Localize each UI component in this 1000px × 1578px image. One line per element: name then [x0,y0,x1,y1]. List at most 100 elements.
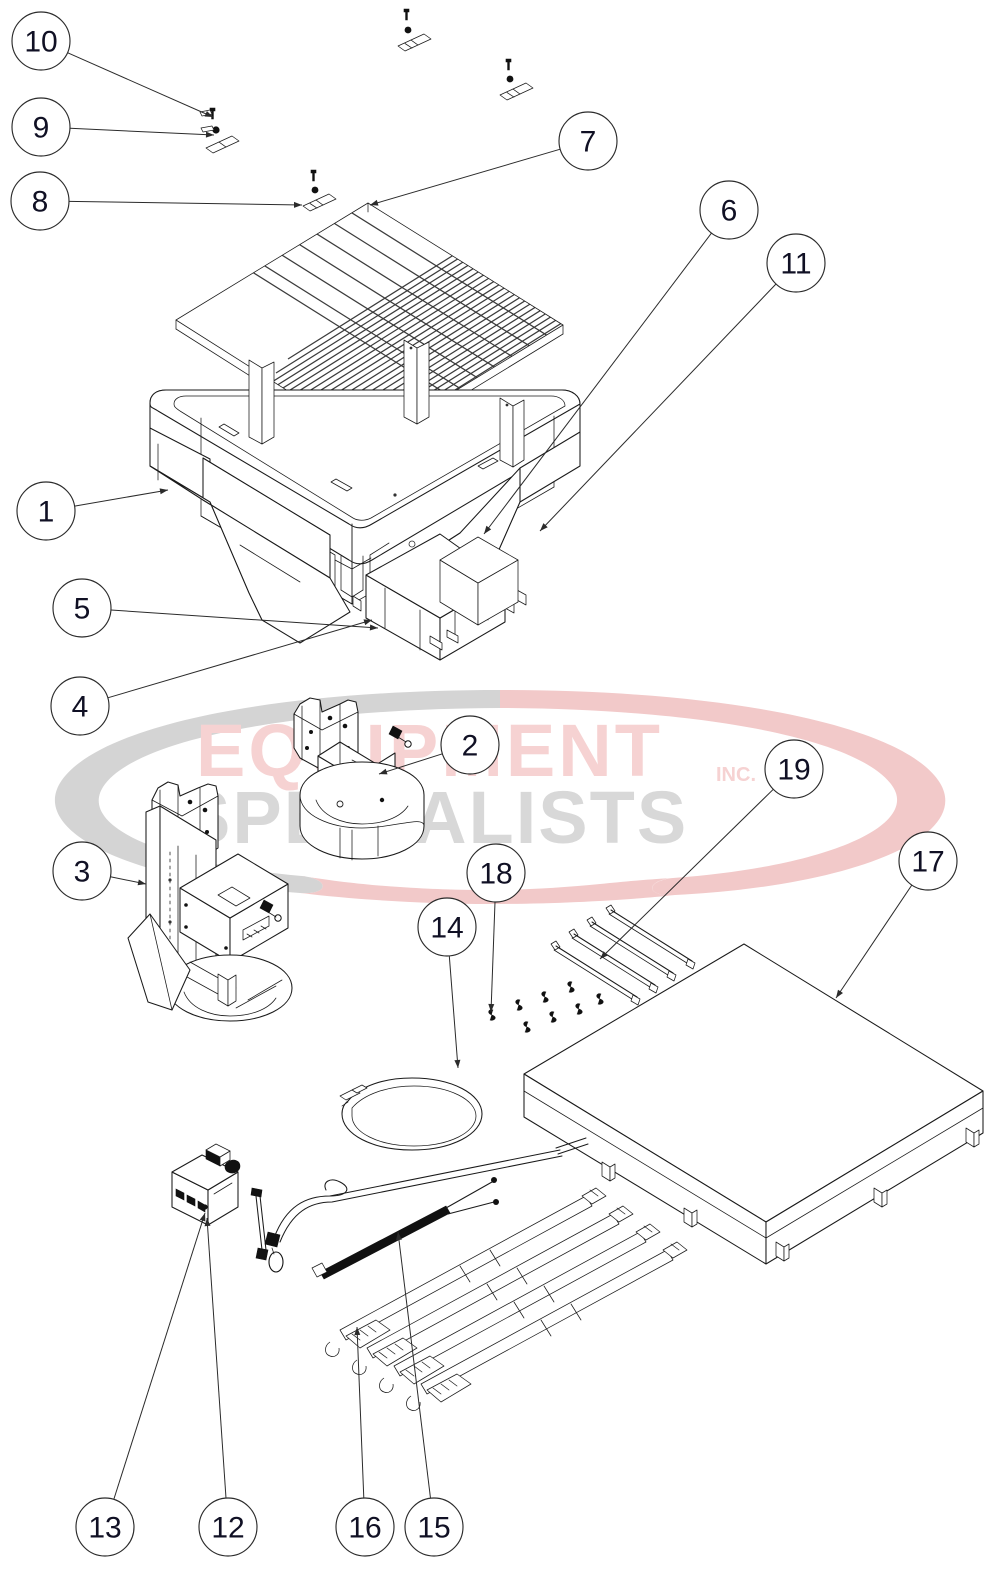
callout-circle-4[interactable] [50,676,110,736]
fastener-kit-top-b [499,58,534,101]
watermark-group: EQUIPMENT INC. SPECIALISTS [54,690,946,904]
callout-bubble-6[interactable]: 6 [699,180,759,240]
leader-line-4 [107,619,373,699]
callout-number-3: 3 [74,856,91,889]
leader-arrow-6 [484,525,492,534]
callout-circle-7[interactable] [558,111,618,171]
shipping-pallet [523,943,984,1265]
callout-bubble-7[interactable]: 7 [558,111,618,171]
callout-bubble-12[interactable]: 12 [198,1497,258,1557]
callout-circle-19[interactable] [764,739,824,799]
callout-circle-5[interactable] [52,578,112,638]
callout-number-15: 15 [417,1512,450,1545]
callout-circle-15[interactable] [404,1497,464,1557]
callout-circle-16[interactable] [335,1497,395,1557]
callout-bubble-2[interactable]: 2 [440,715,500,775]
leader-line-19 [599,788,774,960]
callout-circle-6[interactable] [699,180,759,240]
leader-arrow-18 [488,1003,495,1012]
callout-number-19: 19 [777,754,810,787]
callout-circle-11[interactable] [766,233,826,293]
leader-arrow-16 [354,1327,361,1336]
callout-circle-14[interactable] [417,897,477,957]
callout-number-17: 17 [911,846,944,879]
leader-arrow-15 [396,1232,402,1241]
callout-leader-lines [67,52,913,1500]
leader-arrow-5 [369,624,378,631]
callout-bubble-19[interactable]: 19 [764,739,824,799]
callout-bubble-1[interactable]: 1 [16,481,76,541]
callout-bubble-13[interactable]: 13 [75,1497,135,1557]
leader-arrow-4 [363,619,372,626]
callout-bubble-4[interactable]: 4 [50,676,110,736]
leader-line-18 [490,901,496,1013]
leader-arrow-12 [204,1218,211,1227]
leader-arrow-11 [540,523,548,531]
leader-line-14 [448,955,459,1069]
leader-line-8 [68,200,303,206]
callout-number-11: 11 [780,248,811,281]
callout-circle-9[interactable] [11,97,71,157]
callout-bubble-14[interactable]: 14 [417,897,477,957]
leader-arrow-10 [204,111,213,117]
callout-number-7: 7 [580,126,597,159]
hopper-body [149,339,581,661]
leader-arrow-13 [199,1213,206,1222]
watermark-inc: INC. [716,764,756,786]
leader-line-5 [110,609,379,629]
power-cable-assembly [250,1137,589,1273]
callout-number-8: 8 [32,186,49,219]
leader-line-15 [397,1231,431,1499]
callout-circle-8[interactable] [10,171,70,231]
callout-number-1: 1 [38,496,55,529]
callout-circle-12[interactable] [198,1497,258,1557]
callout-bubble-18[interactable]: 18 [466,843,526,903]
leader-line-6 [483,232,712,535]
callout-bubble-11[interactable]: 11 [766,233,826,293]
callout-circle-1[interactable] [16,481,76,541]
callout-bubble-10[interactable]: 10 [11,11,71,71]
callout-circle-2[interactable] [440,715,500,775]
bolt-washer-9 [200,125,240,154]
fastener-kit-top-c [302,169,337,212]
leader-arrow-2 [379,768,388,775]
flange-nuts [488,981,604,1033]
callout-bubble-3[interactable]: 3 [52,841,112,901]
callout-bubble-5[interactable]: 5 [52,578,112,638]
chute-spinner-assembly [127,781,293,1022]
watermark-line1: EQUIPMENT [196,709,663,792]
callout-number-14: 14 [430,912,463,945]
leader-arrow-3 [137,879,146,886]
callout-bubble-9[interactable]: 9 [11,97,71,157]
leader-line-17 [835,884,913,999]
leader-line-16 [356,1326,365,1499]
control-module-housing [439,536,519,626]
callout-circle-3[interactable] [52,841,112,901]
carriage-bolts [550,904,696,1006]
leader-line-11 [539,283,777,532]
callout-number-10: 10 [24,26,57,59]
callout-number-12: 12 [211,1512,244,1545]
callout-circle-18[interactable] [466,843,526,903]
leader-line-7 [369,148,561,206]
fastener-kit-top-a [397,8,432,52]
callout-number-13: 13 [88,1512,121,1545]
callout-number-5: 5 [74,593,91,626]
leader-arrow-17 [836,989,843,998]
callout-circle-17[interactable] [898,831,958,891]
leader-line-10 [67,52,214,118]
leader-arrow-1 [159,488,168,495]
callout-circle-13[interactable] [75,1497,135,1557]
callout-bubble-16[interactable]: 16 [335,1497,395,1557]
watermark-line2: SPECIALISTS [181,776,688,859]
callout-bubble-17[interactable]: 17 [898,831,958,891]
callout-bubble-8[interactable]: 8 [10,171,70,231]
callout-number-2: 2 [462,730,479,763]
callout-number-6: 6 [721,195,738,228]
leader-arrow-9 [205,131,214,138]
leader-line-12 [206,1217,227,1499]
callout-circle-10[interactable] [11,11,71,71]
callout-bubble-15[interactable]: 15 [404,1497,464,1557]
callout-number-4: 4 [72,691,89,724]
